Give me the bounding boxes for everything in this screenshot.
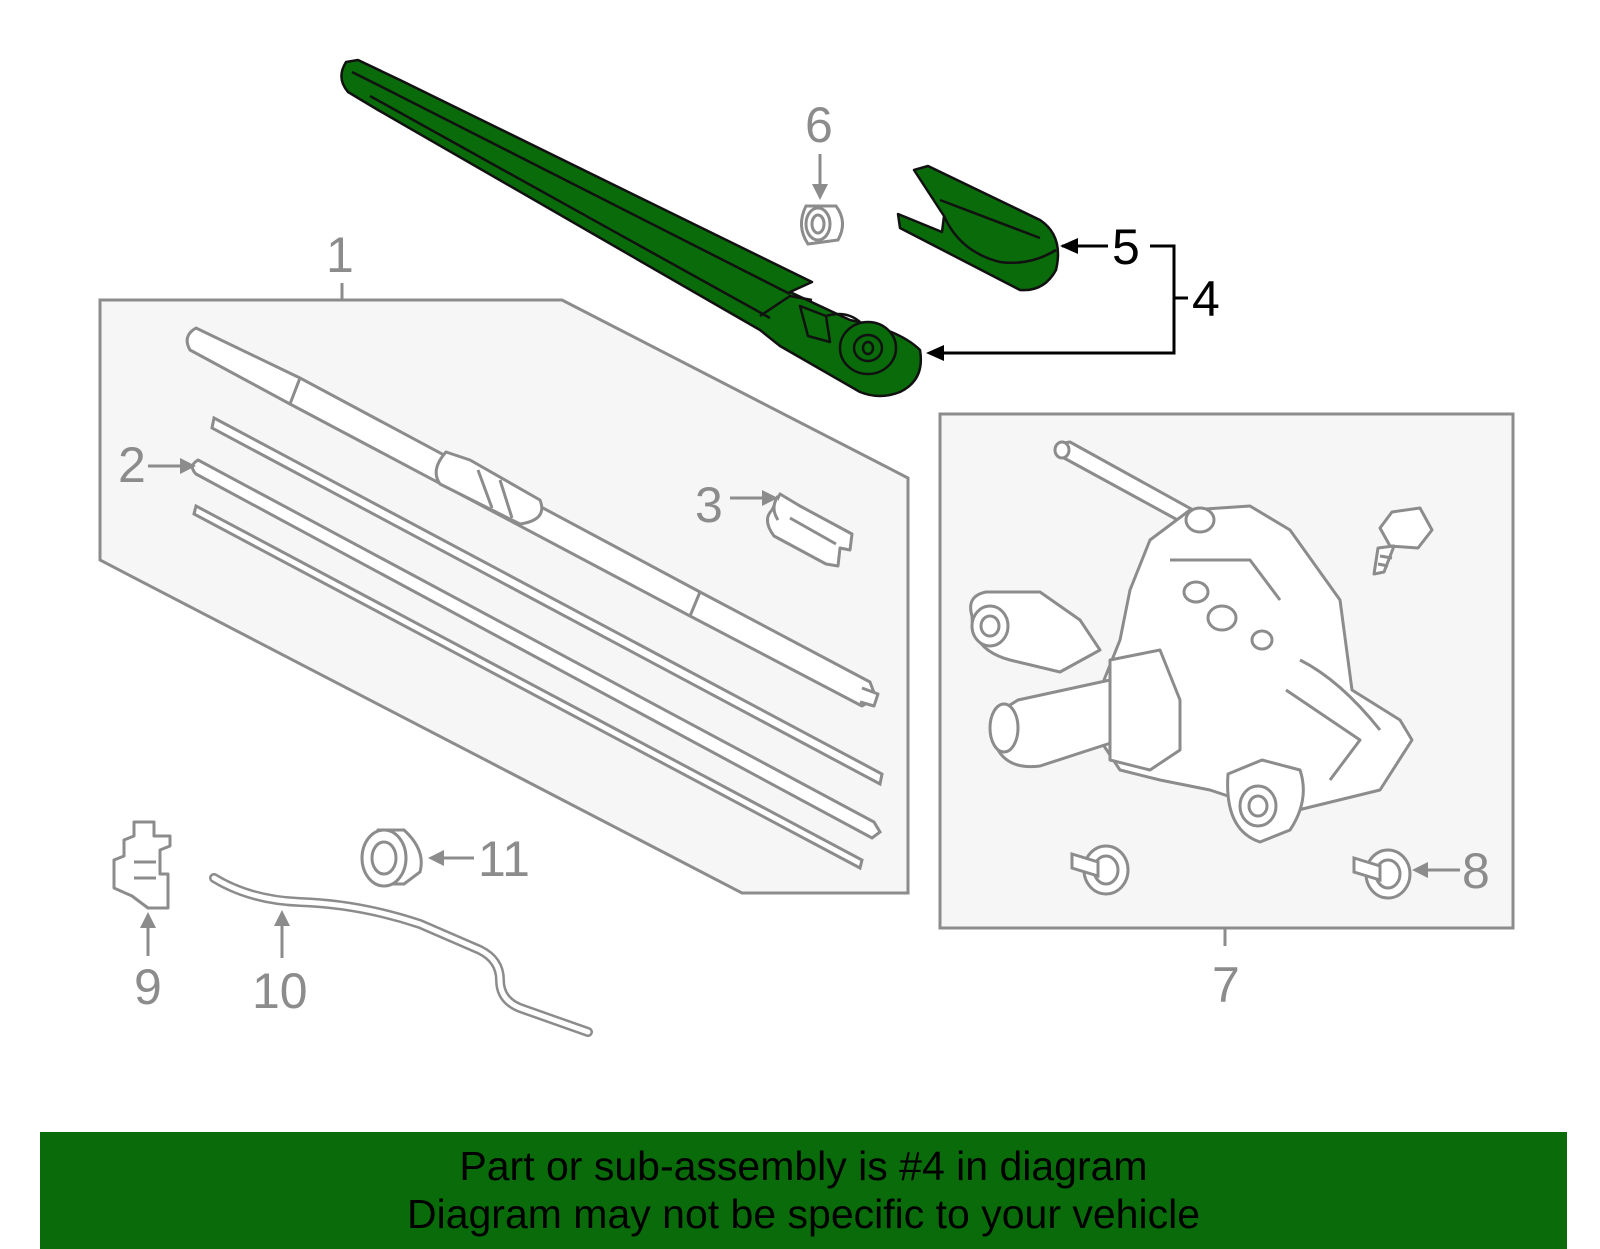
arrow-4	[926, 345, 944, 361]
callout-4: 4	[1192, 271, 1220, 327]
callout-11: 11	[478, 831, 530, 887]
callout-5: 5	[1112, 219, 1140, 275]
callout-10: 10	[252, 963, 308, 1019]
arm-cap-icon[interactable]	[896, 164, 1060, 292]
wiper-blade-icon	[185, 326, 880, 708]
bolt-icon	[1372, 506, 1434, 576]
callout-3: 3	[695, 477, 723, 533]
blade-assembly-group[interactable]	[98, 283, 910, 895]
grommet-bolt-icon	[1352, 848, 1412, 900]
arrow-11	[428, 850, 474, 866]
arrow-3	[730, 490, 778, 506]
blade-assembly-panel	[98, 298, 910, 895]
arrow-2	[148, 458, 196, 474]
motor-assembly-group[interactable]	[938, 412, 1515, 946]
arrow-6	[812, 154, 828, 200]
banner-line-2: Diagram may not be specific to your vehi…	[406, 1191, 1200, 1237]
bracket-icon	[112, 820, 172, 910]
callout-8: 8	[1462, 843, 1490, 899]
info-banner: Part or sub-assembly is #4 in diagram Di…	[40, 1132, 1567, 1249]
arrow-5	[1060, 238, 1078, 254]
blade-refill-icon	[191, 415, 884, 871]
callout-6: 6	[805, 97, 833, 153]
washer-hose-inner	[211, 875, 591, 1035]
banner-line-1: Part or sub-assembly is #4 in diagram	[459, 1143, 1148, 1189]
clip-icon	[766, 492, 854, 568]
callout-2: 2	[118, 437, 146, 493]
callout-7: 7	[1212, 957, 1240, 1013]
arrow-8	[1412, 862, 1460, 878]
arrow-9	[140, 912, 156, 956]
arrow-10	[274, 910, 290, 958]
callout-1: 1	[326, 227, 354, 283]
grommet-bolt-left-icon	[1070, 844, 1130, 896]
callout-9: 9	[134, 959, 162, 1015]
grommet-icon	[360, 828, 423, 888]
wiper-arm-icon[interactable]	[340, 58, 923, 398]
wiper-motor-icon	[969, 440, 1414, 844]
nut-icon	[800, 204, 844, 246]
